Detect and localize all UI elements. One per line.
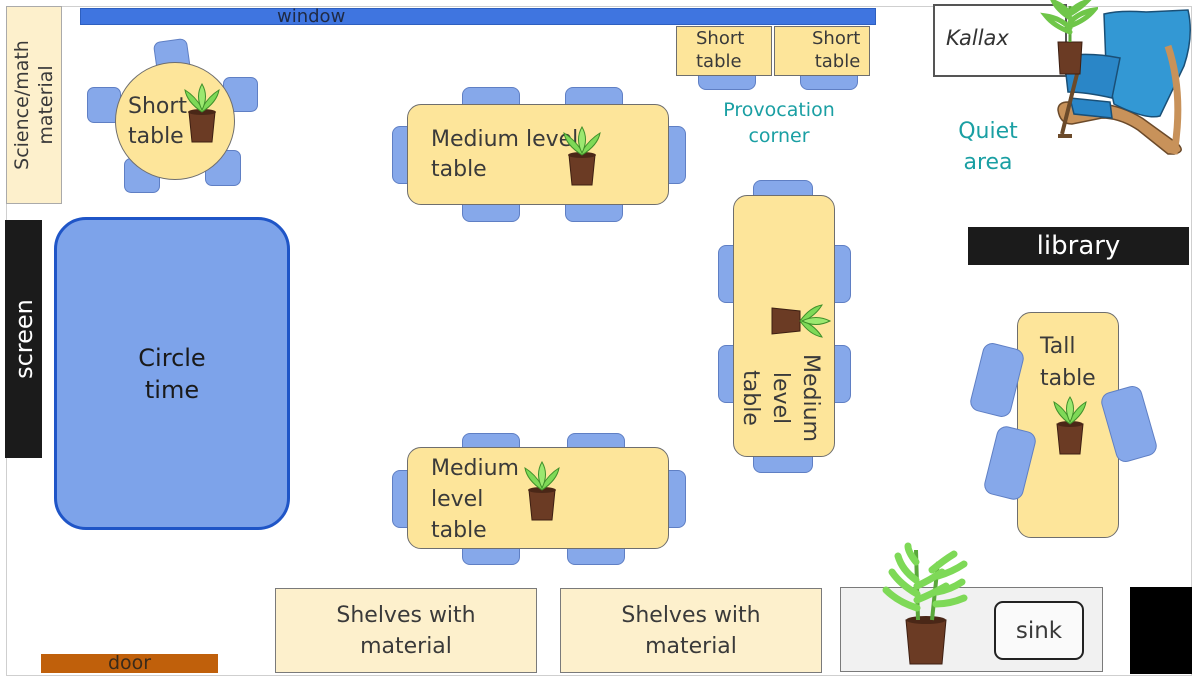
chair: [833, 345, 851, 403]
chair: [565, 202, 623, 222]
potted-plant-icon: [1040, 0, 1098, 75]
chair: [800, 74, 858, 90]
medium-table-top-label: Medium level table: [431, 127, 579, 182]
potted-plant-icon: [184, 83, 220, 143]
kallax-label: Kallax: [946, 26, 1009, 50]
window-bar: window: [80, 6, 876, 27]
shelves-2: Shelves with material: [560, 588, 822, 673]
door: door: [41, 654, 218, 673]
quiet-area-label: Quiet area: [958, 119, 1018, 175]
short-round-table-label: Short table: [128, 94, 188, 149]
shelves-1: Shelves with material: [275, 588, 537, 673]
chair: [833, 245, 851, 303]
medium-table-bottom-label: Medium level table: [431, 456, 519, 543]
chair: [698, 74, 756, 90]
window-label: window: [277, 6, 346, 27]
potted-plant-icon: [524, 461, 560, 521]
black-cabinet: [1130, 587, 1192, 674]
potted-plant-icon: [882, 542, 968, 665]
chair: [666, 126, 686, 184]
potted-plant-icon: [1053, 396, 1087, 455]
tall-table-label: Tall table: [1040, 334, 1096, 391]
circle-time-line1: Circle: [138, 343, 206, 372]
medium-table-top: [407, 104, 669, 205]
library-bar: library: [968, 227, 1189, 265]
short-table-1: [676, 26, 772, 76]
screen-bar: screen: [5, 220, 42, 458]
screen-label: screen: [9, 299, 38, 379]
science-math-shelf: Science/math material: [6, 6, 62, 204]
short-table-2-label: Short table: [812, 28, 861, 72]
sink-label: sink: [1015, 617, 1063, 644]
short-table-2: [774, 26, 870, 76]
circle-time-rug: Circle time: [54, 217, 290, 530]
circle-time-line2: time: [144, 375, 200, 404]
door-label: door: [107, 652, 152, 674]
provocation-corner-label: Provocation corner: [723, 99, 835, 147]
potted-plant-icon: [563, 126, 601, 186]
chair: [666, 470, 686, 528]
medium-table-vertical-label: Medium level table: [738, 354, 823, 442]
sink: sink: [994, 601, 1084, 660]
short-round-table: [115, 62, 235, 180]
short-table-1-label: Short table: [696, 28, 745, 72]
science-math-label: Science/math material: [11, 40, 58, 170]
library-label: library: [1036, 231, 1121, 261]
potted-plant-icon: [771, 304, 832, 338]
chair: [462, 202, 520, 222]
